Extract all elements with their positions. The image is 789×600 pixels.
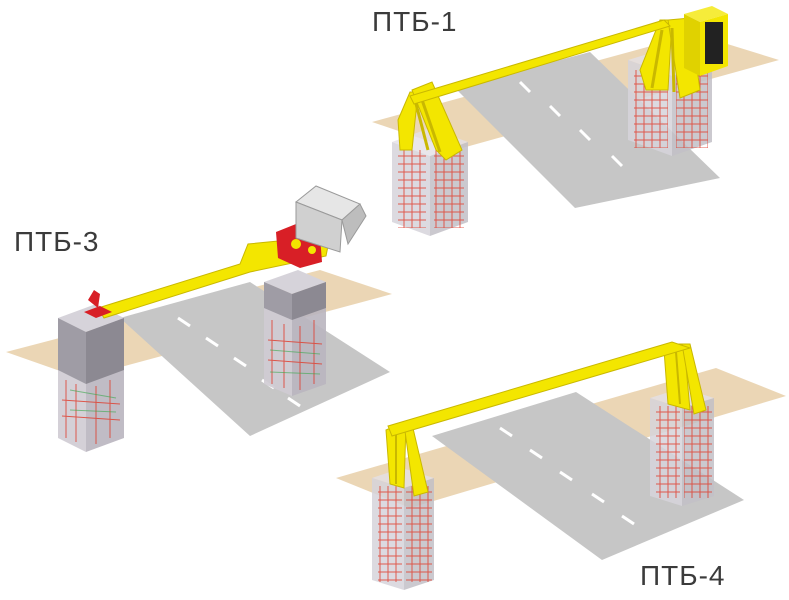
ptb3-label: ПТБ-3 (14, 226, 100, 257)
ptb1-left-support (397, 81, 463, 161)
ptb1-label: ПТБ-1 (372, 6, 458, 37)
ptb4-right-foundation (650, 388, 714, 506)
ptb4-boom (387, 341, 692, 437)
ptb3-left-rest (84, 290, 112, 318)
ptb3-left-foundation (58, 304, 124, 452)
ptb1-road-markings (518, 80, 624, 168)
ptb4-barrier (336, 341, 786, 590)
ptb1-control-cabinet (684, 6, 728, 76)
ptb4-label: ПТБ-4 (640, 560, 726, 591)
ptb3-right-foundation (264, 270, 326, 396)
ptb3-counterweight-box (295, 185, 367, 253)
ptb4-road-markings (499, 426, 635, 526)
ptb1-road (455, 52, 720, 208)
ptb1-barrier (372, 6, 779, 236)
ptb4-left-foundation (372, 468, 434, 590)
ptb3-road (120, 282, 390, 436)
ptb1-boom (409, 19, 671, 105)
ptb3-barrier (6, 185, 392, 452)
